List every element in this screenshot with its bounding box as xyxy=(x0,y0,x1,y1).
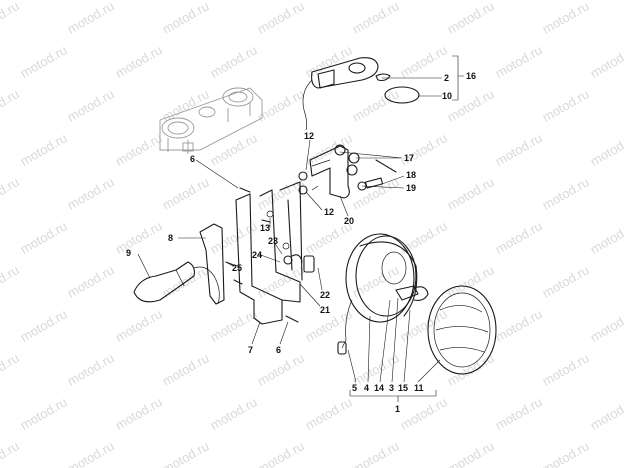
callout-1: 1 xyxy=(395,404,400,414)
turn-signal-left xyxy=(133,261,220,305)
callout-14: 14 xyxy=(374,383,384,393)
callout-23: 23 xyxy=(268,236,278,246)
callout-20: 20 xyxy=(344,216,354,226)
instrument-unit xyxy=(302,57,420,131)
callout-16: 16 xyxy=(466,71,476,81)
group-16-bracket xyxy=(452,55,464,101)
callout-7: 7 xyxy=(248,345,253,355)
callout-25: 25 xyxy=(232,263,242,273)
callout-11: 11 xyxy=(414,383,424,393)
callout-6-top: 6 xyxy=(190,154,195,164)
headlight-lens xyxy=(427,285,497,375)
callout-18: 18 xyxy=(406,170,416,180)
callout-8: 8 xyxy=(168,233,173,243)
callout-9: 9 xyxy=(126,248,131,258)
callout-17: 17 xyxy=(404,153,414,163)
callout-12-top: 12 xyxy=(304,131,314,141)
callout-24: 24 xyxy=(252,250,262,260)
headlight-bracket xyxy=(199,181,315,325)
callout-19: 19 xyxy=(406,183,416,193)
callout-4: 4 xyxy=(364,383,369,393)
callout-12-bottom: 12 xyxy=(324,207,334,217)
callout-5: 5 xyxy=(352,383,357,393)
headlight-shell xyxy=(337,233,429,355)
callout-13: 13 xyxy=(260,223,270,233)
callout-10: 10 xyxy=(442,91,452,101)
callout-6-bottom: 6 xyxy=(276,345,281,355)
callout-15: 15 xyxy=(398,383,408,393)
callout-numbers: 1 2 3 4 5 6 6 7 8 9 10 11 12 12 13 14 15… xyxy=(126,71,476,414)
fork-crown-ghost xyxy=(159,87,263,154)
callout-22: 22 xyxy=(320,290,330,300)
leader-lines xyxy=(137,77,442,383)
callout-3: 3 xyxy=(389,383,394,393)
callout-21: 21 xyxy=(320,305,330,315)
callout-2: 2 xyxy=(444,73,449,83)
group-1-bracket xyxy=(349,390,437,402)
